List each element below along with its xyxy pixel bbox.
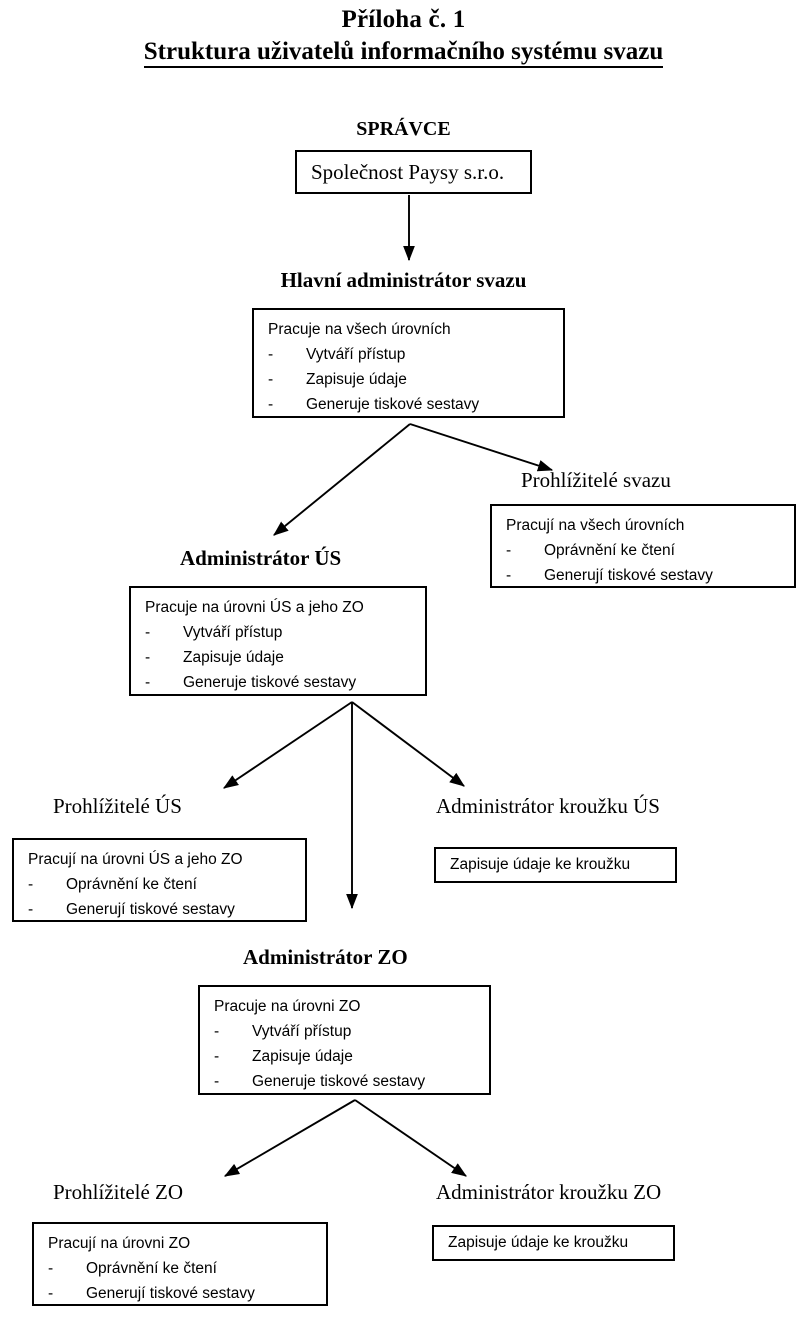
heading-administrator-us: Administrátor ÚS: [180, 546, 342, 570]
arrow-admin-zo-to-admin-krouzku-zo: [354, 1099, 467, 1177]
list-item-label: Generuje tiskové sestavy: [306, 396, 480, 414]
bullet-dash: -: [506, 542, 512, 560]
box-administrator-krouzku-zo-text: Zapisuje údaje ke kroužku: [448, 1234, 629, 1252]
box-lead: Pracují na všech úrovních: [506, 517, 685, 534]
heading-prohlizitele-us: Prohlížitelé ÚS: [53, 794, 182, 818]
arrow-admin-us-to-admin-krouzku-us: [351, 701, 465, 787]
bullet-dash: -: [268, 396, 274, 414]
bullet-dash: -: [268, 371, 274, 389]
list-item-label: Zapisuje údaje: [252, 1048, 353, 1066]
list-item: - Vytváří přístup: [214, 1019, 489, 1044]
box-item-list: - Vytváří přístup - Zapisuje údaje - Generu…: [214, 1019, 489, 1094]
box-administrator-krouzku-us-text: Zapisuje údaje ke kroužku: [450, 856, 631, 874]
heading-spravce: SPRÁVCE: [356, 118, 451, 140]
bullet-dash: -: [268, 346, 274, 364]
box-administrator-zo: Pracuje na úrovni ZO - Vytváří přístup - Z…: [198, 985, 491, 1095]
bullet-dash: -: [28, 876, 34, 894]
list-item: - Generuje tiskové sestavy: [145, 670, 425, 695]
list-item: - Zapisuje údaje: [214, 1044, 489, 1069]
box-lead: Pracuje na všech úrovních: [268, 321, 451, 338]
bullet-dash: -: [28, 901, 34, 919]
bullet-dash: -: [145, 624, 151, 642]
box-lead: Pracuje na úrovni ÚS a jeho ZO: [145, 599, 364, 616]
list-item: - Oprávnění ke čtení: [28, 872, 305, 897]
box-item-list: - Oprávnění ke čtení - Generují tiskové se…: [506, 538, 794, 588]
bullet-dash: -: [214, 1048, 220, 1066]
list-item-label: Generují tiskové sestavy: [544, 567, 713, 585]
bullet-dash: -: [145, 649, 151, 667]
box-lead: Pracují na úrovni ZO: [48, 1235, 191, 1252]
list-item-label: Generuje tiskové sestavy: [183, 674, 357, 692]
arrow-hlavni-to-prohlizitele-svazu: [409, 423, 554, 472]
heading-prohlizitele-zo: Prohlížitelé ZO: [53, 1180, 184, 1204]
list-item-label: Vytváří přístup: [306, 346, 406, 364]
list-item-label: Oprávnění ke čtení: [544, 542, 675, 560]
box-prohlizitele-svazu: Pracují na všech úrovních - Oprávnění ke …: [490, 504, 796, 588]
heading-administrator-zo: Administrátor ZO: [243, 945, 408, 969]
bullet-dash: -: [506, 567, 512, 585]
heading-administrator-krouzku-zo: Administrátor kroužku ZO: [436, 1180, 662, 1204]
arrow-hlavni-to-admin-us: [273, 423, 411, 536]
box-administrator-krouzku-us: Zapisuje údaje ke kroužku: [434, 847, 677, 883]
list-item: - Vytváří přístup: [145, 620, 425, 645]
list-item-label: Vytváří přístup: [252, 1023, 352, 1041]
list-item-label: Generují tiskové sestavy: [66, 901, 235, 919]
arrow-admin-zo-to-prohlizitele-zo: [224, 1099, 356, 1177]
box-lead: Pracují na úrovni ÚS a jeho ZO: [28, 851, 243, 868]
list-item-label: Zapisuje údaje: [306, 371, 407, 389]
box-prohlizitele-us: Pracují na úrovni ÚS a jeho ZO - Oprávněn…: [12, 838, 307, 922]
box-item-list: - Vytváří přístup - Zapisuje údaje - Generu…: [145, 620, 425, 695]
bullet-dash: -: [214, 1073, 220, 1091]
box-spravce: Společnost Paysy s.r.o.: [295, 150, 532, 194]
list-item: - Generuje tiskové sestavy: [268, 392, 563, 417]
box-prohlizitele-zo: Pracují na úrovni ZO - Oprávnění ke čtení…: [32, 1222, 328, 1306]
box-lead: Pracuje na úrovni ZO: [214, 998, 361, 1015]
list-item: - Zapisuje údaje: [145, 645, 425, 670]
list-item: - Vytváří přístup: [268, 342, 563, 367]
list-item: - Generují tiskové sestavy: [28, 897, 305, 922]
list-item-label: Generuje tiskové sestavy: [252, 1073, 426, 1091]
list-item-label: Oprávnění ke čtení: [86, 1260, 217, 1278]
list-item: - Generuje tiskové sestavy: [214, 1069, 489, 1094]
page-title-line2-text: Struktura uživatelů informačního systému…: [143, 38, 664, 68]
box-spravce-text: Společnost Paysy s.r.o.: [311, 159, 505, 184]
list-item-label: Generují tiskové sestavy: [86, 1285, 255, 1303]
bullet-dash: -: [145, 674, 151, 692]
box-administrator-krouzku-zo: Zapisuje údaje ke kroužku: [432, 1225, 675, 1261]
bullet-dash: -: [48, 1260, 54, 1278]
box-administrator-us: Pracuje na úrovni ÚS a jeho ZO - Vytváří …: [129, 586, 427, 696]
box-item-list: - Oprávnění ke čtení - Generují tiskové se…: [28, 872, 305, 922]
list-item: - Zapisuje údaje: [268, 367, 563, 392]
bullet-dash: -: [214, 1023, 220, 1041]
list-item: - Generují tiskové sestavy: [506, 563, 794, 588]
list-item: - Generují tiskové sestavy: [48, 1281, 326, 1306]
page-title-line2: Struktura uživatelů informačního systému…: [0, 38, 807, 68]
list-item-label: Oprávnění ke čtení: [66, 876, 197, 894]
box-item-list: - Vytváří přístup - Zapisuje údaje - Generu…: [268, 342, 563, 417]
list-item: - Oprávnění ke čtení: [506, 538, 794, 563]
box-hlavni-administrator-svazu: Pracuje na všech úrovních - Vytváří příst…: [252, 308, 565, 418]
list-item-label: Zapisuje údaje: [183, 649, 284, 667]
page-title-line1: Příloha č. 1: [341, 6, 466, 33]
heading-administrator-krouzku-us: Administrátor kroužku ÚS: [436, 794, 660, 818]
list-item-label: Vytváří přístup: [183, 624, 283, 642]
box-item-list: - Oprávnění ke čtení - Generují tiskové se…: [48, 1256, 326, 1306]
list-item: - Oprávnění ke čtení: [48, 1256, 326, 1281]
heading-hlavni-administrator-svazu: Hlavní administrátor svazu: [280, 268, 527, 292]
arrow-admin-us-to-prohlizitele-us: [223, 701, 353, 789]
bullet-dash: -: [48, 1285, 54, 1303]
heading-prohlizitele-svazu: Prohlížitelé svazu: [521, 468, 671, 492]
